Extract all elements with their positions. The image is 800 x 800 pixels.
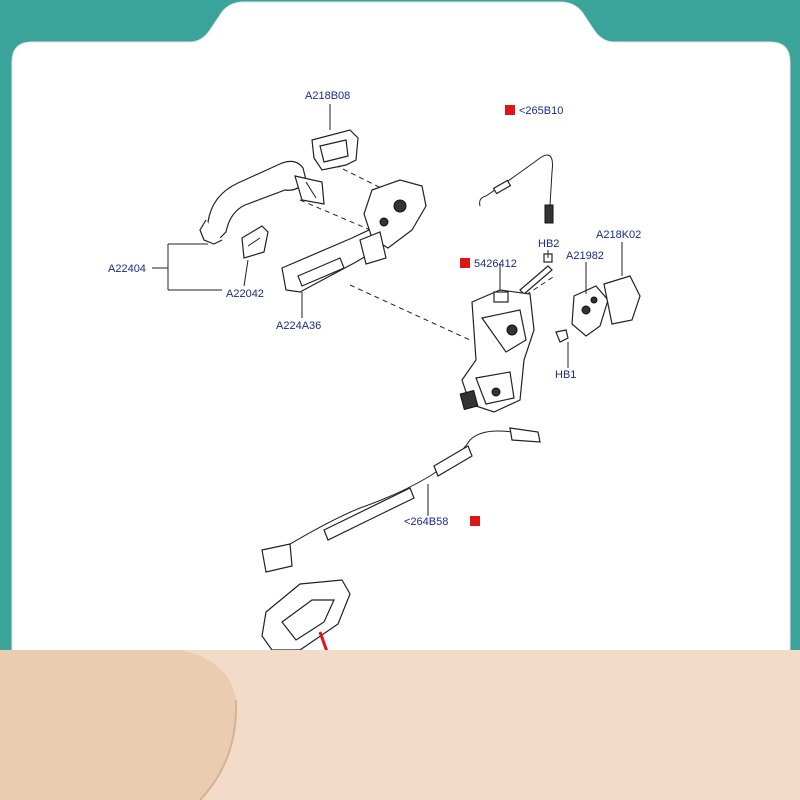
- label-a218k02: A218K02: [596, 229, 641, 241]
- handle-gasket: [241, 225, 269, 259]
- label-a224a36: A224A36: [276, 320, 321, 332]
- handle-frame: [281, 179, 427, 293]
- diagram-panel: [11, 1, 791, 800]
- exterior-handle: [199, 160, 325, 245]
- release-cable-upper: [479, 154, 554, 224]
- label-5426412: 5426412: [474, 258, 517, 270]
- latch-cover: [603, 275, 641, 325]
- bottom-band-curl: [0, 650, 237, 800]
- label-hb1: HB1: [555, 369, 576, 381]
- label-a218b08: A218B08: [305, 90, 350, 102]
- door-latch-actuator: [459, 289, 535, 413]
- label-a22404: A22404: [108, 263, 146, 275]
- marker-264b58: [470, 516, 480, 526]
- screw-hb1: [555, 329, 569, 343]
- label-265b10: <265B10: [519, 105, 563, 117]
- release-cable-lower: [261, 427, 541, 573]
- label-a21982: A21982: [566, 250, 604, 262]
- marker-5426412: [460, 258, 470, 268]
- label-264b58: <264B58: [404, 516, 448, 528]
- striker-plate: [571, 285, 609, 337]
- marker-265b10: [505, 105, 515, 115]
- interior-handle: [261, 579, 351, 664]
- handle-cap: [311, 129, 359, 171]
- label-hb2: HB2: [538, 238, 559, 250]
- label-a22042: A22042: [226, 288, 264, 300]
